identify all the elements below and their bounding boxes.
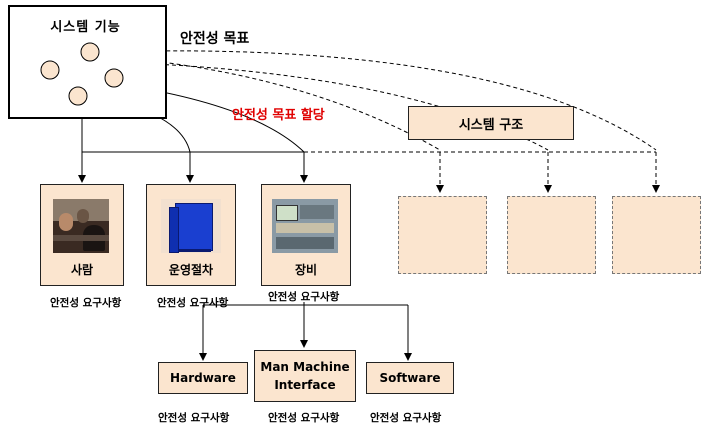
hardware-label: Hardware: [170, 371, 236, 385]
software-label: Software: [379, 371, 441, 385]
mmi-box: Man Machine Interface: [254, 350, 356, 402]
hardware-box: Hardware: [158, 362, 248, 394]
software-requirement: 안전성 요구사항: [370, 412, 442, 424]
procedure-requirement: 안전성 요구사항: [157, 297, 229, 309]
architecture-slot: [507, 196, 596, 274]
control-panel-photo: [272, 199, 338, 253]
mmi-label: Man Machine Interface: [260, 360, 350, 392]
binder-icon: [161, 199, 221, 253]
system-function-title: 시스템 기능: [50, 20, 121, 35]
software-box: Software: [366, 362, 454, 394]
card-procedure: 운영절차: [146, 184, 236, 286]
system-architecture-box: 시스템 구조: [408, 106, 574, 140]
card-person-label: 사람: [70, 263, 94, 277]
mmi-requirement: 안전성 요구사항: [268, 412, 340, 424]
card-person: 사람: [40, 184, 124, 286]
person-requirement: 안전성 요구사항: [50, 297, 122, 309]
equipment-requirement: 안전성 요구사항: [268, 291, 340, 303]
goal-allocation-label: 안전성 목표 할당: [232, 108, 325, 123]
card-equipment-label: 장비: [294, 263, 318, 277]
operators-photo: [53, 199, 109, 253]
architecture-slot: [612, 196, 701, 274]
system-function-box: [8, 5, 167, 119]
architecture-slot: [398, 196, 487, 274]
safety-goal-label: 안전성 목표: [180, 31, 250, 47]
card-equipment: 장비: [261, 184, 351, 286]
system-architecture-label: 시스템 구조: [458, 117, 524, 133]
card-procedure-label: 운영절차: [168, 263, 214, 277]
hardware-requirement: 안전성 요구사항: [158, 412, 230, 424]
